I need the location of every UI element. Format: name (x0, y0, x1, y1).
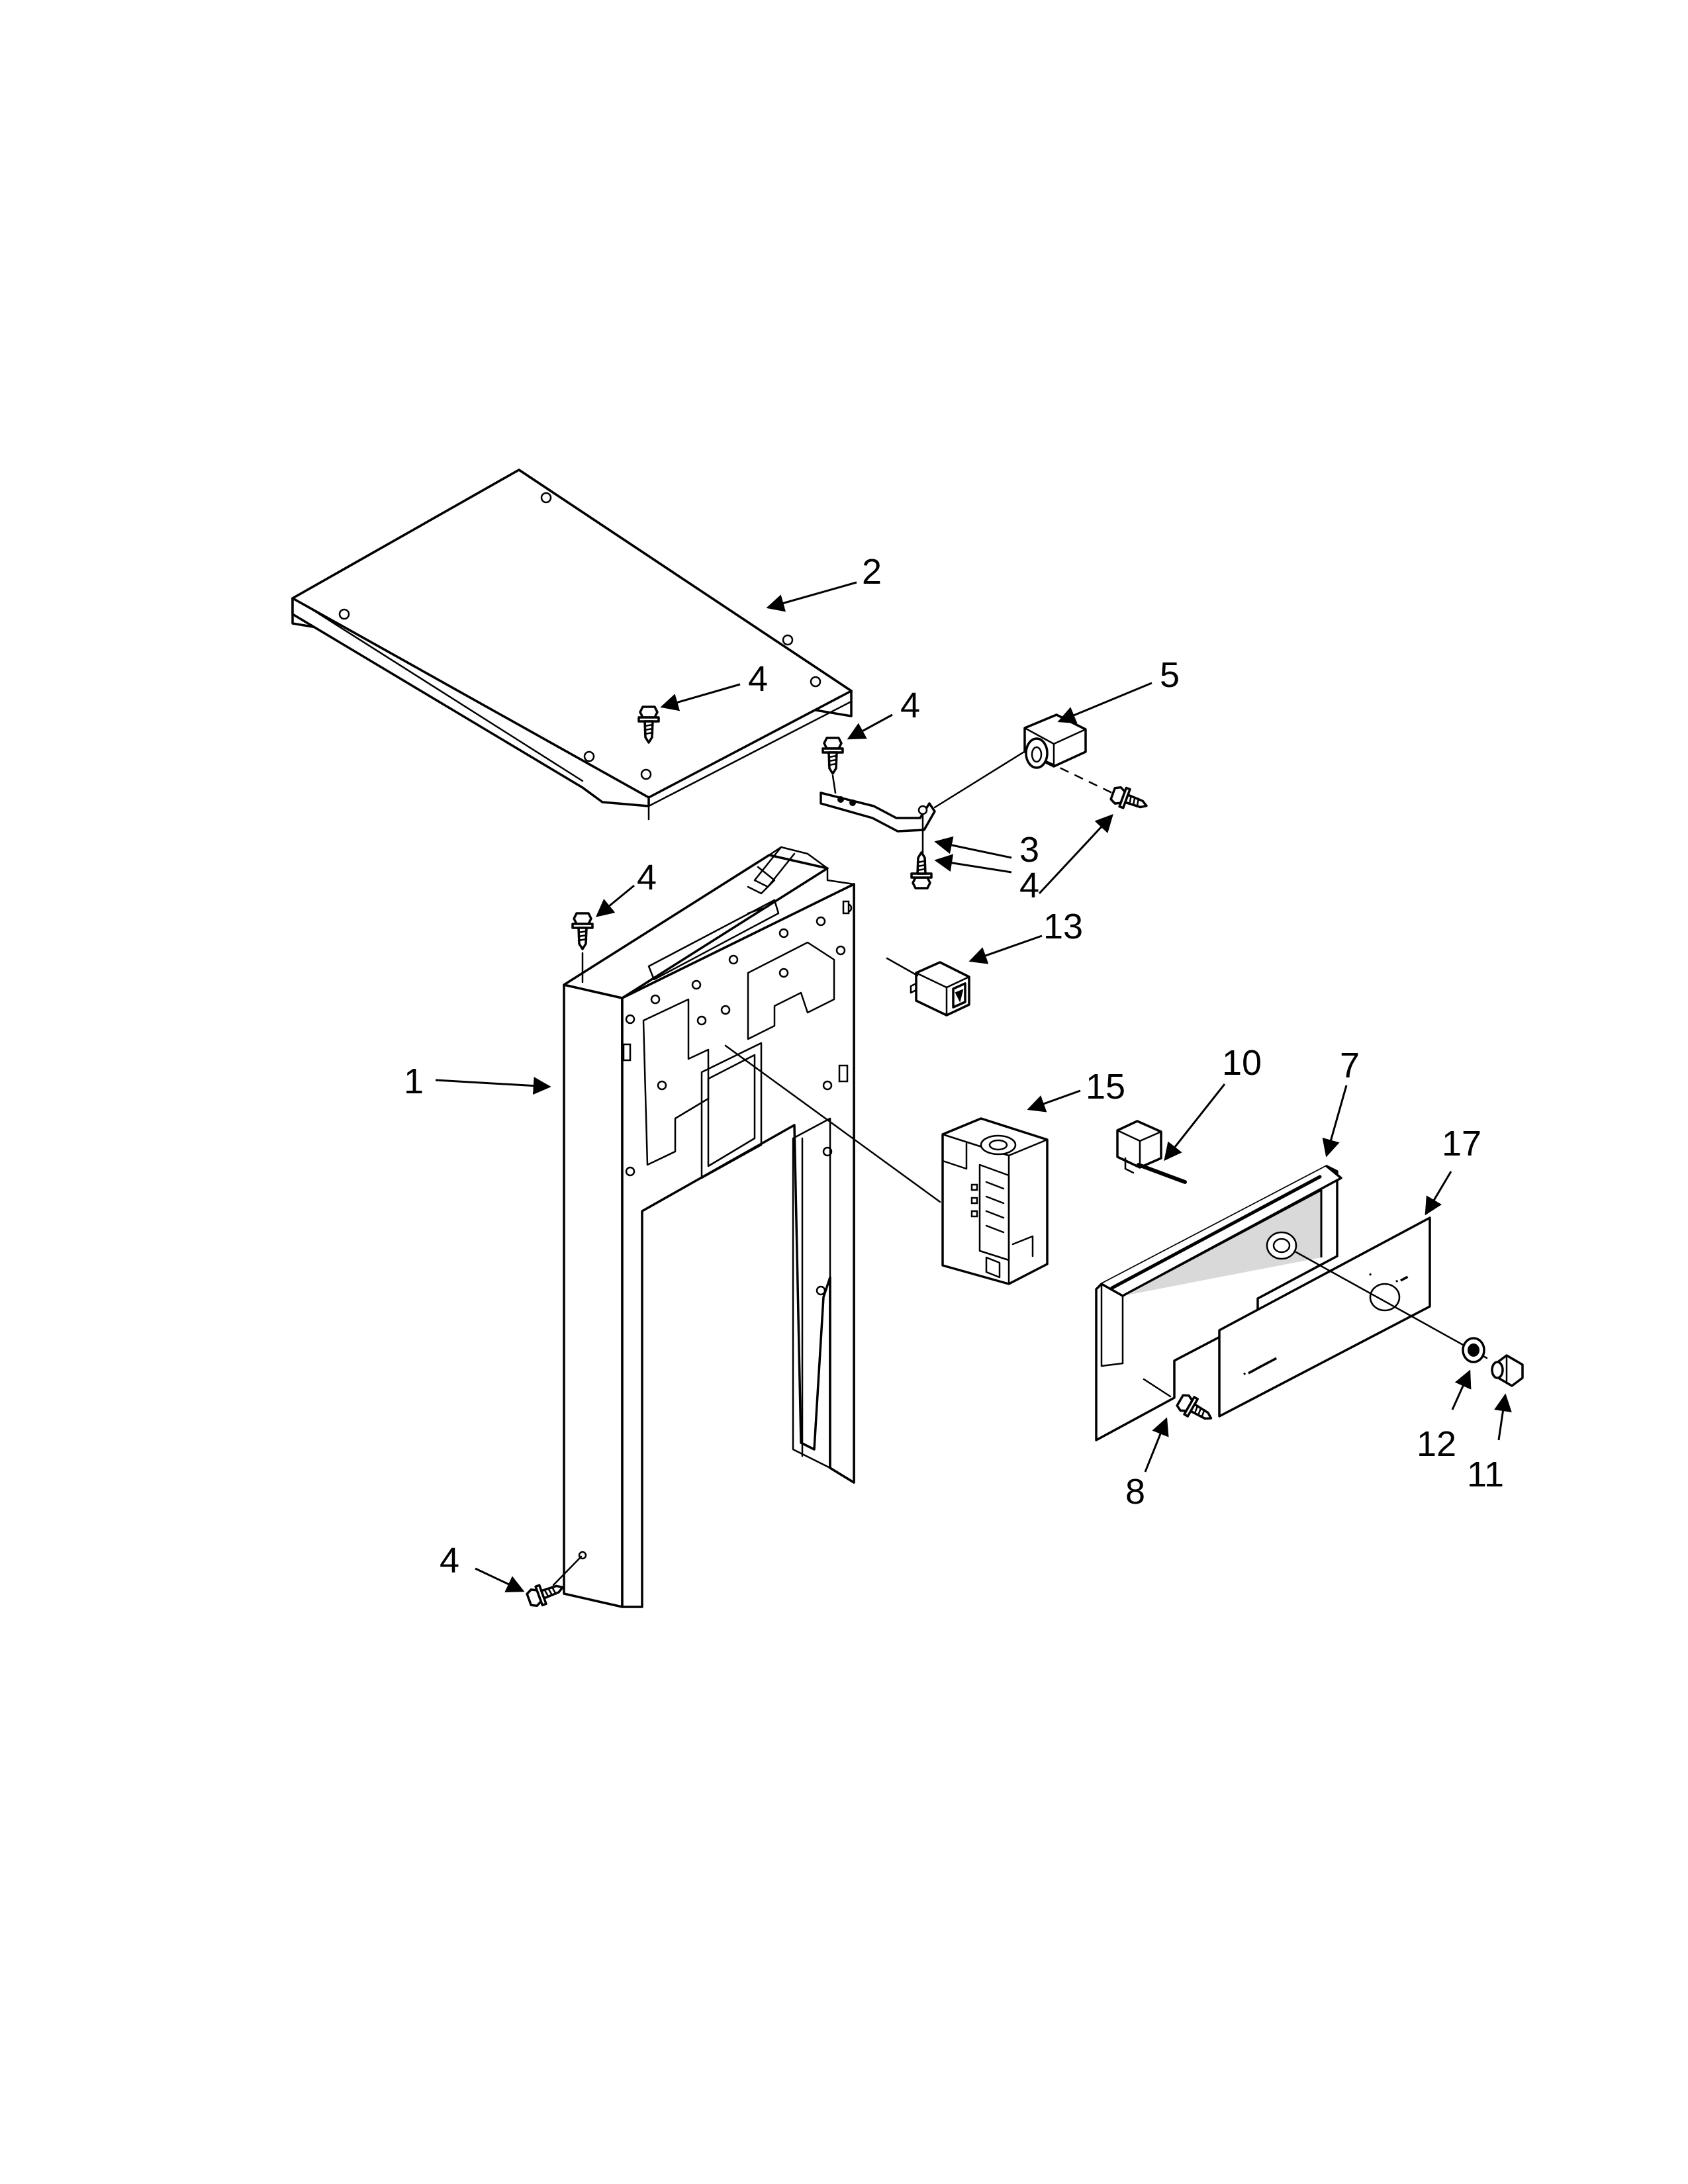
callout-12: 12 (1417, 1424, 1456, 1464)
screw-part-4-bracket-bottom (910, 851, 933, 889)
screw-part-4-bracket-top (821, 737, 844, 775)
callout-11: 11 (1467, 1455, 1504, 1494)
leader-lines (435, 581, 1512, 1592)
screw-part-4-frame-top (571, 912, 594, 950)
screw-part-8 (1174, 1390, 1217, 1428)
callout-labels: 1 2 3 4 4 4 4 4 5 7 8 10 11 12 13 15 17 (404, 552, 1504, 1580)
callout-1: 1 (404, 1062, 424, 1101)
bracket-part-3 (820, 792, 936, 833)
callout-3: 3 (1019, 830, 1039, 870)
frame-part-1 (563, 846, 855, 1608)
callout-17: 17 (1442, 1124, 1481, 1163)
callout-8: 8 (1125, 1472, 1145, 1512)
callout-4-bracket-bottom: 4 (1019, 866, 1039, 905)
switch-part-10 (1116, 1120, 1187, 1184)
callout-4-frame-top: 4 (637, 858, 657, 897)
knob-part-11 (1491, 1354, 1524, 1387)
callout-5: 5 (1160, 655, 1180, 695)
rocker-switch-part-13 (910, 961, 970, 1017)
screw-part-4-frame-bottom (524, 1576, 567, 1610)
top-panel-part-2 (291, 469, 853, 821)
control-panel-part-7 (1095, 1165, 1342, 1441)
knob-bezel-part-12 (1462, 1337, 1485, 1363)
screw-part-4-part-5 (1108, 783, 1151, 817)
callout-2: 2 (862, 552, 882, 592)
overlay-part-17: ▪ ▬▬▬▬ ▪ ▪ ▬ (1218, 1216, 1431, 1418)
callout-4-bracket-top: 4 (900, 686, 920, 725)
callout-10: 10 (1222, 1043, 1262, 1083)
callout-15: 15 (1086, 1067, 1125, 1107)
svg-text:▪: ▪ (1367, 1269, 1374, 1279)
switch-part-5 (1023, 713, 1087, 769)
dispenser-housing-part-15 (941, 1117, 1049, 1285)
callout-4-frame-bottom: 4 (440, 1541, 459, 1580)
callout-4-top-panel: 4 (748, 659, 768, 699)
callout-7: 7 (1340, 1046, 1360, 1085)
callout-13: 13 (1043, 907, 1083, 946)
